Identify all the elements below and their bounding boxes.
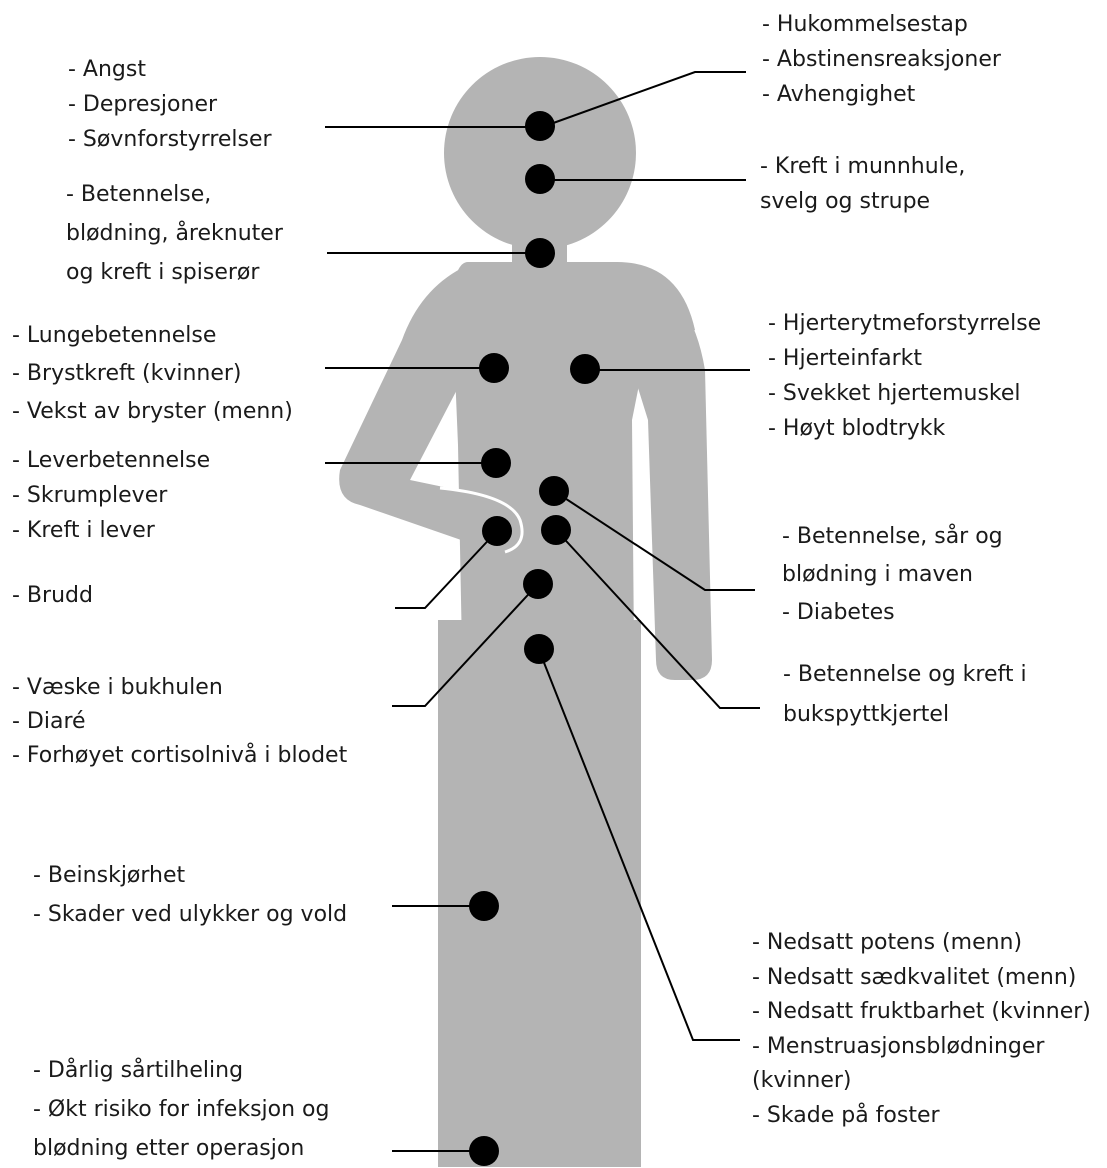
marker-pancreas [541, 515, 571, 545]
label-liver: - Leverbetennelse - Skrumplever - Kreft … [12, 443, 210, 548]
label-abdomen: - Væske i bukhulen - Diaré - Forhøyet co… [12, 671, 347, 773]
label-lungs: - Lungebetennelse - Brystkreft (kvinner)… [12, 317, 293, 431]
label-pancreas: - Betennelse og kreft i bukspyttkjertel [783, 655, 1027, 735]
marker-fracture [482, 516, 512, 546]
marker-reproductive [524, 634, 554, 664]
head [444, 57, 636, 249]
label-mouth: - Kreft i munnhule, svelg og strupe [760, 149, 965, 219]
marker-mouth [525, 164, 555, 194]
marker-lungs [479, 353, 509, 383]
label-esophagus: - Betennelse, blødning, åreknuter og kre… [66, 175, 283, 292]
right-arm [620, 268, 712, 680]
label-reproductive: - Nedsatt potens (menn) - Nedsatt sædkva… [752, 926, 1091, 1133]
label-stomach: - Betennelse, sår og blødning i maven - … [782, 518, 1003, 632]
marker-heart [570, 354, 600, 384]
label-fracture: - Brudd [12, 578, 93, 613]
label-surgery: - Dårlig sårtilheling - Økt risiko for i… [33, 1051, 329, 1168]
marker-esophagus [525, 238, 555, 268]
label-legs: - Beinskjørhet - Skader ved ulykker og v… [33, 856, 347, 934]
marker-legs [469, 891, 499, 921]
human-silhouette [339, 57, 712, 1167]
right-leg [528, 620, 641, 1167]
label-head-mental: - Angst - Depresjoner - Søvnforstyrrelse… [68, 52, 272, 157]
marker-stomach [539, 476, 569, 506]
marker-head-mental [525, 111, 555, 141]
label-heart: - Hjerterytmeforstyrrelse - Hjerteinfark… [768, 306, 1041, 446]
marker-liver [481, 448, 511, 478]
label-head-brain: - Hukommelsestap - Abstinensreaksjoner -… [762, 7, 1001, 112]
marker-surgery [469, 1136, 499, 1166]
marker-abdomen [523, 569, 553, 599]
